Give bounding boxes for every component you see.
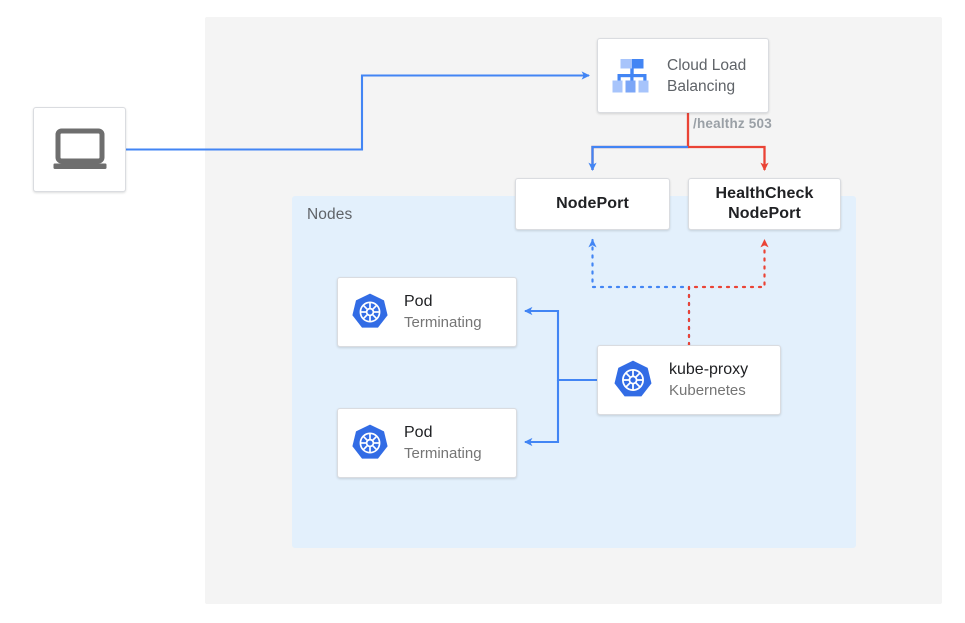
healthz-status-label: /healthz 503 [693,116,772,131]
pod-card[interactable]: Pod Terminating [337,277,517,347]
laptop-icon [53,128,106,169]
clb-label-line2: Balancing [667,77,736,95]
connector-load-balancer-to-nodeport [588,113,690,171]
connector-client-to-load-balancer [126,71,590,151]
pod-title: Pod [404,293,433,310]
kubernetes-icon [614,360,652,397]
client-card[interactable] [33,107,126,192]
nodeport-label: NodePort [556,195,629,212]
pod-text: Pod Terminating [404,422,482,464]
connector-kube-proxy-to-nodeport [588,238,691,347]
clb-label-line1: Cloud Load [667,56,747,74]
kubernetes-icon [352,293,388,328]
healthcheck-nodeport-label: HealthCheck NodePort [715,184,813,224]
pod-text: Pod Terminating [404,291,482,333]
pod-title: Pod [404,424,433,441]
connector-load-balancer-to-healthcheck-nodeport [688,145,769,171]
healthcheck-nodeport-line2: NodePort [728,205,801,222]
kube-proxy-subtitle: Kubernetes [669,382,746,399]
healthcheck-nodeport-line1: HealthCheck [715,185,814,202]
kube-proxy-card[interactable]: kube-proxy Kubernetes [597,345,781,415]
pod-status: Terminating [404,445,482,462]
connector-kube-proxy-to-healthcheck-nodeport [687,238,769,347]
cloud-load-balancing-icon [612,58,649,92]
nodeport-card[interactable]: NodePort [515,178,670,230]
kubernetes-icon [352,424,388,459]
connector-kube-proxy-to-pods [524,306,597,447]
pod-status: Terminating [404,314,482,331]
cloud-load-balancing-label: Cloud Load Balancing [667,55,746,97]
kube-proxy-title: kube-proxy [669,361,749,378]
cloud-load-balancing-card[interactable]: Cloud Load Balancing [597,38,769,113]
nodes-panel-label: Nodes [307,206,353,223]
healthcheck-nodeport-card[interactable]: HealthCheck NodePort [688,178,841,230]
pod-card[interactable]: Pod Terminating [337,408,517,478]
kube-proxy-text: kube-proxy Kubernetes [669,359,748,401]
